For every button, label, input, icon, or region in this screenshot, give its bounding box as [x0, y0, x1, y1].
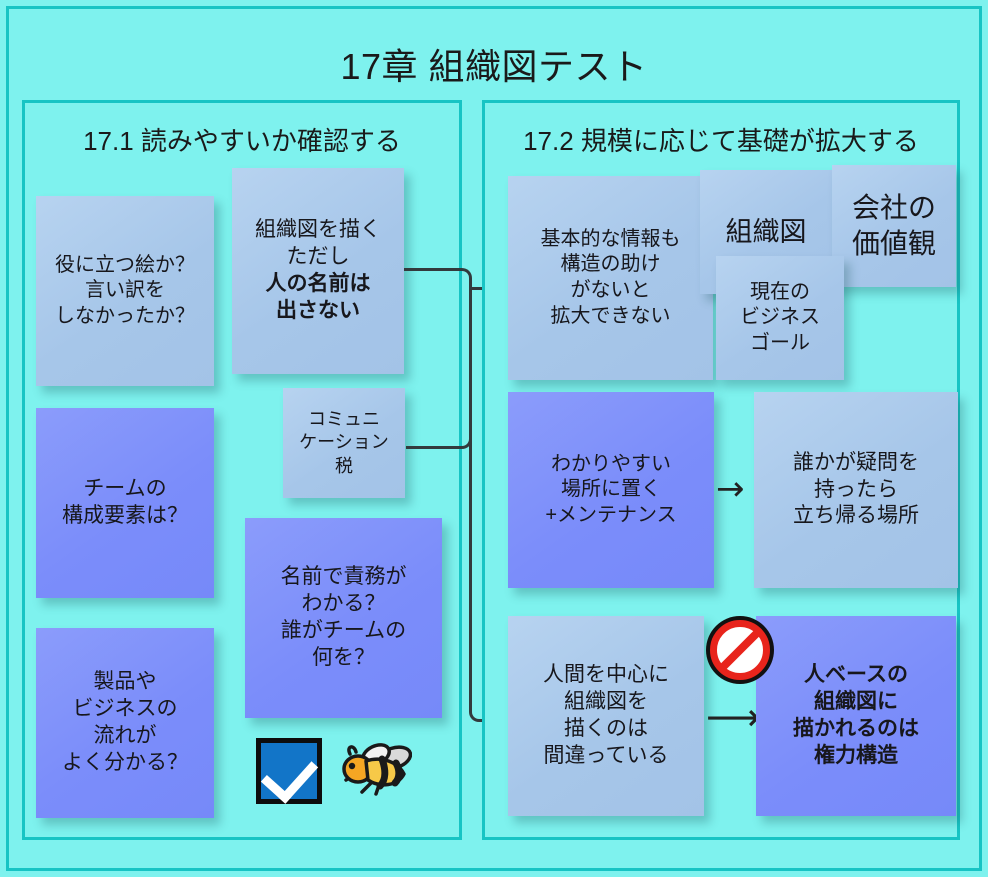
note-line: ビジネスの	[72, 697, 178, 721]
arrow-bottom-icon: ⟶	[706, 695, 761, 739]
arrow-middle-icon: →	[716, 469, 745, 509]
note-line: 描くのは	[564, 717, 648, 740]
honeybee-icon	[336, 736, 413, 796]
note-line: 役に立つ絵か？	[55, 253, 195, 276]
note-basic-info-needs-structure[interactable]: 基本的な情報も 構造の助け がないと 拡大できない	[508, 176, 713, 380]
note-line: 権力構造	[814, 743, 898, 767]
note-line: 名前で責務が	[280, 565, 407, 589]
page-title: 17章 組織図テスト	[340, 46, 648, 87]
note-line: 言い訳を	[85, 279, 165, 302]
note-line: 製品や	[93, 670, 157, 694]
check-tick	[260, 745, 319, 804]
connector-corner	[469, 700, 491, 722]
note-line: 立ち帰る場所	[793, 504, 919, 528]
note-responsibility-by-name[interactable]: 名前で責務が わかる？ 誰がチームの 何を？	[245, 518, 442, 718]
note-line: 描かれるのは	[793, 717, 919, 740]
prohibited-sign-icon	[710, 620, 770, 680]
note-line: 会社の	[851, 192, 936, 224]
panel-left-title: 17.1 読みやすいか確認する	[83, 126, 401, 156]
note-line: 持ったら	[814, 477, 898, 501]
note-line: コミュニ	[308, 409, 380, 430]
note-line: 間違っている	[543, 743, 669, 767]
note-line: 組織図を	[564, 690, 648, 714]
note-line: しなかったか？	[55, 304, 195, 327]
note-line: 人ベースの	[804, 663, 908, 687]
note-current-business-goal[interactable]: 現在の ビジネス ゴール	[716, 256, 844, 380]
note-line: 構造の助け	[560, 253, 661, 276]
connector-segment	[406, 446, 458, 449]
note-line: 組織図	[725, 216, 807, 247]
note-line: 組織図を描く	[255, 218, 381, 242]
connector-corner	[450, 268, 472, 290]
note-draw-org-chart-no-names[interactable]: 組織図を描く ただし 人の名前は 出さない	[232, 168, 404, 374]
note-line: ケーション	[299, 432, 389, 453]
note-line: チームの	[83, 477, 167, 501]
note-line: 拡大できない	[550, 304, 671, 327]
note-line: 誰がチームの	[280, 619, 407, 642]
note-line: 何を？	[312, 645, 375, 669]
note-company-values[interactable]: 会社の 価値観	[832, 165, 956, 287]
note-line: わかる？	[301, 592, 386, 616]
note-line: 流れが	[93, 724, 157, 747]
connector-segment	[404, 268, 458, 271]
connector-trunk	[469, 288, 472, 448]
note-line: 出さない	[276, 298, 360, 322]
note-line: ただし	[286, 245, 350, 269]
note-line: 場所に置く	[561, 478, 661, 501]
note-line: 構成要素は？	[62, 504, 188, 527]
note-line: よく分かる？	[62, 750, 188, 774]
note-power-structure[interactable]: 人ベースの 組織図に 描かれるのは 権力構造	[756, 616, 956, 816]
white-check-mark-icon	[256, 738, 322, 804]
note-line: 誰かが疑問を	[793, 450, 919, 474]
note-easy-place-maintenance[interactable]: わかりやすい 場所に置く +メンテナンス	[508, 392, 714, 588]
note-line: 組織図に	[814, 690, 898, 714]
note-line: わかりやすい	[551, 452, 671, 475]
prohibited-bar	[718, 628, 762, 672]
note-line: ゴール	[750, 331, 810, 354]
note-product-business-flow[interactable]: 製品や ビジネスの 流れが よく分かる？	[36, 628, 214, 818]
note-line: 人間を中心に	[543, 663, 669, 687]
note-line: ビジネス	[740, 306, 820, 329]
connector-trunk	[469, 448, 472, 708]
note-line: がないと	[570, 279, 651, 301]
note-line: 基本的な情報も	[540, 227, 681, 250]
panel-right-title: 17.2 規模に応じて基礎が拡大する	[523, 126, 919, 156]
note-line: 税	[335, 455, 353, 476]
note-line: 人の名前は	[265, 272, 371, 295]
note-human-centric-is-wrong[interactable]: 人間を中心に 組織図を 描くのは 間違っている	[508, 616, 704, 816]
note-communication-tax[interactable]: コミュニ ケーション 税	[283, 388, 405, 498]
note-line: 価値観	[851, 228, 936, 259]
note-team-components[interactable]: チームの 構成要素は？	[36, 408, 214, 598]
note-line: 現在の	[750, 280, 810, 303]
note-place-to-return[interactable]: 誰かが疑問を 持ったら 立ち帰る場所	[754, 392, 958, 588]
note-useful-picture[interactable]: 役に立つ絵か？ 言い訳を しなかったか？	[36, 196, 214, 386]
note-line: +メンテナンス	[545, 503, 677, 526]
